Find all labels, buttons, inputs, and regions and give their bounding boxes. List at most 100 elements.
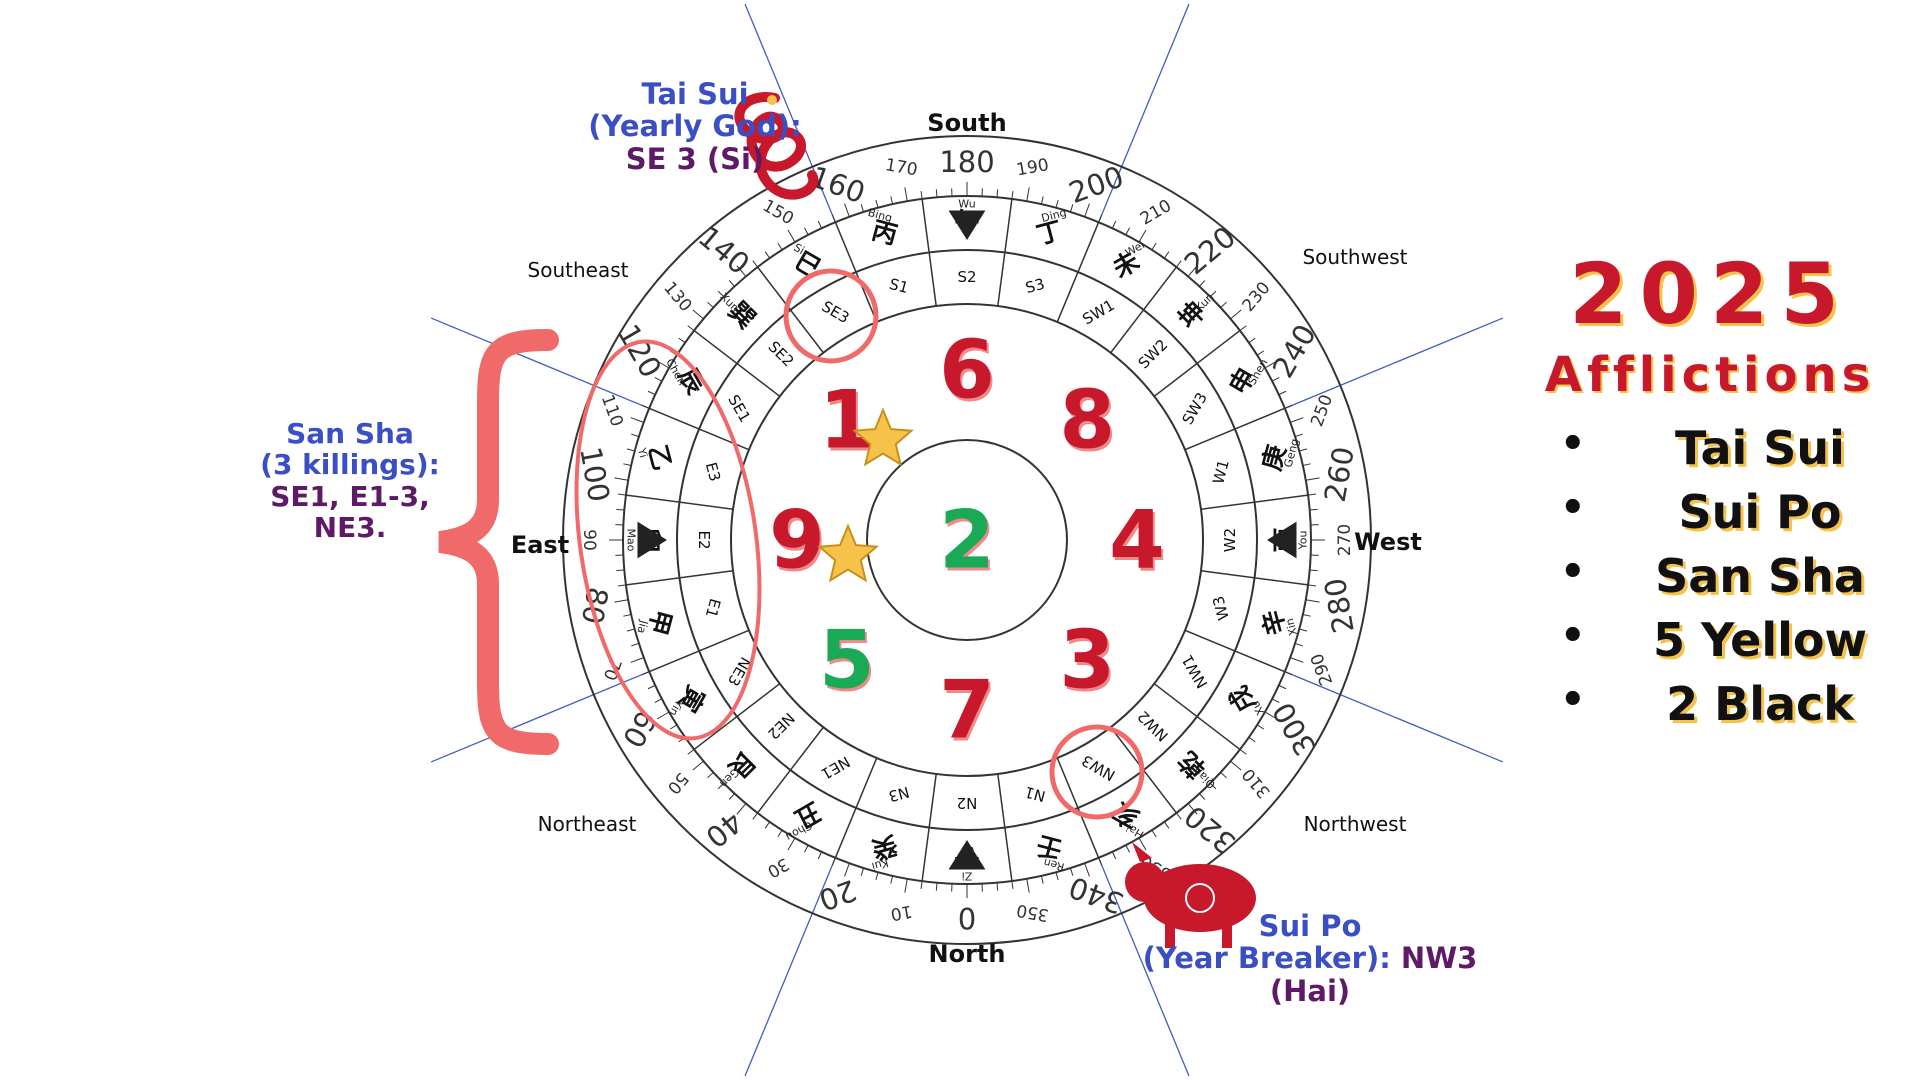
degree-tick bbox=[1290, 417, 1304, 423]
degree-label: 310 bbox=[1238, 764, 1274, 802]
san-sha-label: San Sha (3 killings): SE1, E1-3, NE3. bbox=[240, 417, 460, 544]
degree-label: 300 bbox=[1266, 697, 1323, 762]
affliction-list: •Tai Sui •Sui Po •San Sha •5 Yellow •2 B… bbox=[1520, 421, 1900, 741]
pointer-triangle bbox=[1267, 521, 1297, 559]
degree-tick bbox=[1239, 325, 1247, 331]
degree-tick bbox=[860, 204, 865, 213]
tai-sui-label: Tai Sui (Yearly God): SE 3 (Si) bbox=[515, 77, 875, 176]
degree-tick bbox=[736, 803, 747, 815]
flying-star-shadow: 2 bbox=[941, 497, 997, 590]
degree-tick bbox=[787, 837, 796, 851]
mountain-divider bbox=[997, 773, 1013, 882]
gold-star-icon bbox=[817, 523, 879, 583]
flying-star-shadow: 4 bbox=[1111, 497, 1167, 590]
degree-tick bbox=[787, 229, 796, 243]
mountain-code: W3 bbox=[1209, 594, 1233, 622]
afflictions-panel: 2025 Afflictions •Tai Sui •Sui Po •San S… bbox=[1520, 245, 1900, 741]
degree-tick bbox=[614, 599, 629, 603]
degree-tick bbox=[1284, 671, 1293, 676]
mountain-code: E1 bbox=[702, 597, 724, 620]
degree-tick bbox=[935, 189, 938, 198]
mountain-divider bbox=[1184, 629, 1286, 673]
degree-tick bbox=[890, 875, 894, 884]
list-item-label: San Sha bbox=[1655, 549, 1865, 603]
degree-tick bbox=[717, 290, 725, 298]
mountain-ring bbox=[676, 249, 1258, 831]
degree-tick bbox=[844, 863, 850, 877]
degree-tick bbox=[777, 242, 783, 251]
mountain-code: N2 bbox=[957, 794, 978, 812]
tai-sui-subtitle: (Yearly God): bbox=[588, 109, 802, 144]
mountain-code: W2 bbox=[1221, 528, 1239, 552]
degree-tick bbox=[707, 301, 714, 308]
degree-label: 140 bbox=[692, 220, 756, 282]
san-sha-highlight-ellipse bbox=[574, 339, 762, 741]
direction-east: East bbox=[511, 531, 569, 559]
degree-tick bbox=[860, 867, 865, 876]
mountain-pinyin: Ding bbox=[1040, 206, 1068, 225]
degree-tick bbox=[752, 260, 758, 268]
degree-tick bbox=[996, 882, 999, 891]
degree-tick bbox=[692, 309, 704, 320]
san-sha-subtitle: (3 killings): bbox=[260, 448, 440, 482]
degree-tick bbox=[617, 584, 627, 587]
degree-tick bbox=[1111, 851, 1117, 860]
degree-tick bbox=[631, 433, 640, 438]
list-item: •San Sha bbox=[1520, 549, 1900, 613]
degree-tick bbox=[1125, 227, 1130, 236]
degree-tick bbox=[1151, 829, 1157, 838]
degree-tick bbox=[904, 187, 908, 202]
gold-star-icon bbox=[852, 407, 914, 467]
degree-tick bbox=[1026, 878, 1030, 893]
degree-label: 260 bbox=[1318, 444, 1361, 504]
degree-tick bbox=[1084, 203, 1090, 217]
pig-head-icon bbox=[1125, 862, 1165, 902]
outer-ring bbox=[562, 135, 1372, 945]
degree-tick bbox=[1098, 857, 1103, 866]
afflictions-heading: Afflictions bbox=[1544, 347, 1876, 403]
direction-north: North bbox=[929, 940, 1006, 968]
degree-tick bbox=[1305, 477, 1320, 481]
degree-tick bbox=[1026, 187, 1030, 202]
degree-tick bbox=[1138, 837, 1147, 851]
degree-label: 350 bbox=[1015, 900, 1050, 925]
degree-tick bbox=[1209, 782, 1217, 790]
flying-star-shadow: 7 bbox=[941, 667, 997, 760]
mountain-divider bbox=[693, 683, 781, 751]
mountain-divider bbox=[921, 198, 937, 307]
degree-tick bbox=[669, 724, 678, 730]
degree-tick bbox=[728, 280, 735, 287]
mountain-divider bbox=[756, 726, 824, 814]
mountain-divider bbox=[1056, 221, 1100, 323]
degree-tick bbox=[1230, 760, 1242, 771]
degree-tick bbox=[1256, 350, 1265, 356]
flying-star-north: 7 bbox=[939, 664, 995, 757]
degree-tick bbox=[1309, 569, 1318, 572]
sui-po-label: Sui Po (Year Breaker): NW3 (Hai) bbox=[1110, 909, 1510, 1008]
degree-tick bbox=[728, 793, 735, 800]
mountain-divider bbox=[921, 773, 937, 882]
degree-label: 210 bbox=[1137, 196, 1175, 230]
mountain-divider bbox=[1110, 266, 1178, 354]
degree-tick bbox=[626, 448, 635, 452]
degree-tick bbox=[1284, 404, 1293, 409]
year-heading: 2025 bbox=[1569, 245, 1851, 343]
pointer-triangle bbox=[948, 210, 986, 240]
mountain-code: S3 bbox=[1024, 275, 1047, 297]
flying-star-center: 2 bbox=[939, 494, 995, 587]
san-sha-title: San Sha bbox=[286, 417, 414, 450]
mountain-divider bbox=[1200, 570, 1309, 586]
mountain-divider bbox=[834, 757, 878, 859]
mountain-divider bbox=[648, 629, 750, 673]
mountain-divider bbox=[625, 570, 734, 586]
tai-sui-title: Tai Sui bbox=[641, 77, 749, 111]
bullet-icon: • bbox=[1560, 485, 1586, 531]
degree-tick bbox=[1138, 229, 1147, 243]
degree-tick bbox=[935, 882, 938, 891]
degree-tick bbox=[1040, 196, 1044, 205]
mountain-pinyin: Mao bbox=[625, 529, 638, 552]
pig-leg-icon bbox=[1222, 922, 1232, 948]
mountain-pinyin: Wu bbox=[958, 198, 975, 211]
sui-po-title: Sui Po bbox=[1258, 909, 1362, 943]
